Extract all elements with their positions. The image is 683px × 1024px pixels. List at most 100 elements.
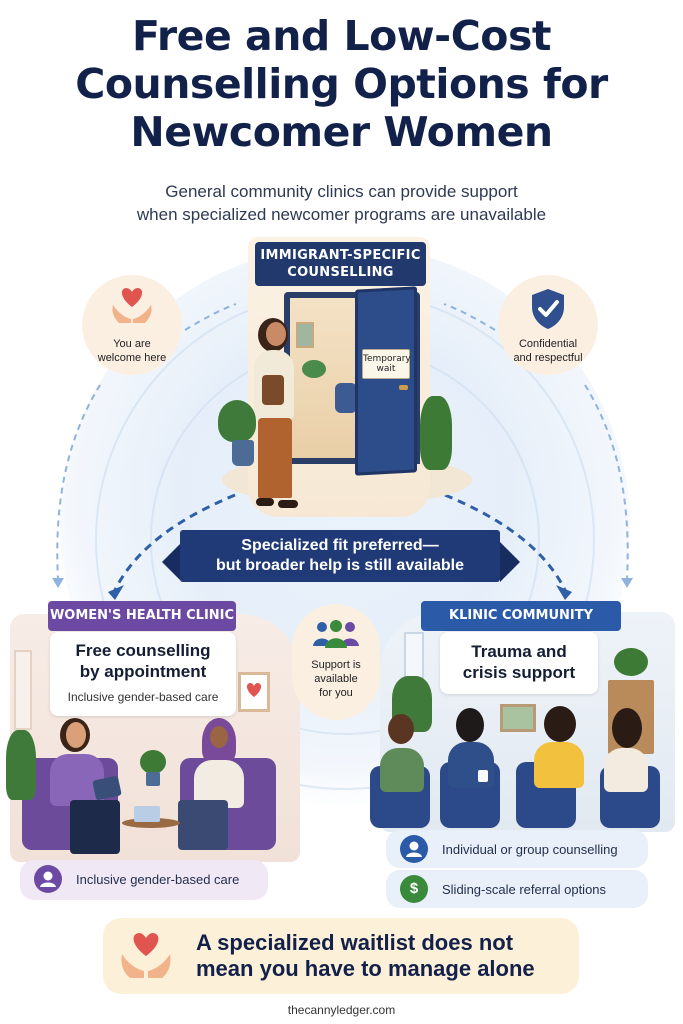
sliding-scale-label: Sliding-scale referral options <box>442 882 607 897</box>
klinic-title-1: Trauma and <box>471 642 567 661</box>
interior-plant <box>302 360 326 378</box>
heart-hands-icon <box>121 933 171 978</box>
armchair <box>335 383 357 413</box>
landscape-picture <box>500 704 536 732</box>
subtitle-line-1: General community clinics can provide su… <box>165 182 518 201</box>
door-sign-line-2: wait <box>376 364 396 374</box>
arrow-to-klinic <box>444 493 567 591</box>
client-trousers <box>178 800 228 850</box>
tissue-box <box>134 806 160 822</box>
banner-tail-left <box>162 542 182 582</box>
plant-left-leaves <box>218 400 256 442</box>
shelf-plant <box>614 648 648 676</box>
plant-left-pot <box>232 440 254 466</box>
wall-picture <box>296 322 314 348</box>
welcome-line-2: welcome here <box>97 352 167 364</box>
confidential-circle: Confidential and respectful <box>498 275 598 375</box>
title-line-3: Newcomer Women <box>130 108 553 156</box>
banner-tail-right <box>500 542 520 582</box>
door-sign-line-1: Temporary <box>363 354 411 364</box>
arrowhead-left <box>108 585 124 600</box>
person-icon <box>34 865 62 893</box>
counsellor-face <box>66 722 86 748</box>
support-line-2: available <box>314 673 358 685</box>
confidential-line-1: Confidential <box>518 338 578 350</box>
klinic-info: Trauma and crisis support <box>440 632 598 694</box>
arrow-to-womens-clinic <box>113 493 236 591</box>
page-title: Free and Low-Cost Counselling Options fo… <box>0 12 683 156</box>
counselling-type-pill: Individual or group counselling <box>386 830 648 868</box>
welcome-line-1: You are <box>113 338 151 350</box>
support-line-1: Support is <box>311 659 361 671</box>
heart-hands-icon <box>112 288 152 323</box>
client-face <box>210 726 228 748</box>
person-1-hair <box>388 714 414 744</box>
wall-heart-picture <box>238 672 270 712</box>
door-sign: Temporary wait <box>362 349 411 379</box>
callout-text: A specialized waitlist does not mean you… <box>196 930 576 982</box>
footer-source: thecannyledger.com <box>287 1003 396 1017</box>
person-1-top <box>380 748 424 792</box>
arrow-right-down <box>584 384 629 581</box>
person-4-hair <box>612 708 642 748</box>
person-icon <box>400 835 428 863</box>
window <box>14 650 32 730</box>
womens-clinic-title-2: by appointment <box>79 662 207 681</box>
dollar-icon: $ <box>400 875 428 903</box>
reassurance-callout <box>103 918 579 994</box>
woman-face <box>266 322 286 346</box>
group-icon <box>313 620 359 648</box>
woman-trousers <box>258 418 292 498</box>
counselling-type-label: Individual or group counselling <box>442 842 618 857</box>
womens-clinic-title-1: Free counselling <box>75 641 211 660</box>
door-handle <box>399 385 408 390</box>
immigrant-counselling-badge: IMMIGRANT-SPECIFIC COUNSELLING <box>255 242 426 286</box>
inclusive-care-pill: Inclusive gender-based care <box>20 860 268 900</box>
arrow-right-to-door <box>443 303 496 331</box>
person-4-top <box>604 748 648 792</box>
womens-clinic-badge: WOMEN'S HEALTH CLINIC <box>48 601 236 631</box>
support-line-3: for you <box>319 687 353 699</box>
table-plant <box>140 750 166 774</box>
arrowhead-left-small <box>52 578 64 588</box>
plant-right-leaves <box>420 396 452 470</box>
womens-clinic-subtitle: Inclusive gender-based care <box>67 690 219 704</box>
side-table <box>122 818 180 828</box>
person-3-hair <box>544 706 576 742</box>
ribbon-banner: Specialized fit preferred— but broader h… <box>180 530 500 582</box>
woman-shoe-left <box>256 498 274 506</box>
mug <box>478 770 488 782</box>
arrow-left-to-door <box>184 303 237 331</box>
womens-clinic-info: Free counselling by appointment Inclusiv… <box>50 632 236 716</box>
sliding-scale-pill: $ Sliding-scale referral options <box>386 870 648 908</box>
banner-line-1: Specialized fit preferred— <box>241 537 439 554</box>
callout-line-1: A specialized waitlist does not <box>196 930 514 955</box>
open-door <box>355 286 417 476</box>
confidential-line-2: and respectful <box>513 352 583 364</box>
inclusive-care-label: Inclusive gender-based care <box>76 872 240 887</box>
arrowhead-right-small <box>621 578 633 588</box>
subtitle-line-2: when specialized newcomer programs are u… <box>136 205 547 224</box>
woman-shoe-right <box>278 500 298 508</box>
counsellor-trousers <box>70 800 120 854</box>
welcome-circle: You are welcome here <box>82 275 182 375</box>
page-subtitle: General community clinics can provide su… <box>0 180 683 226</box>
woman-bag <box>262 375 284 405</box>
table-plant-pot <box>146 772 160 786</box>
klinic-title-2: crisis support <box>462 663 576 682</box>
callout-line-2: mean you have to manage alone <box>196 956 535 981</box>
top-badge-line-2: COUNSELLING <box>287 265 394 280</box>
arrowhead-right <box>556 585 572 600</box>
top-badge-line-1: IMMIGRANT-SPECIFIC <box>260 248 421 263</box>
shield-check-icon <box>532 289 564 329</box>
corner-plant-left <box>6 730 36 800</box>
title-line-1: Free and Low-Cost <box>132 12 551 60</box>
banner-line-2: but broader help is still available <box>215 557 465 574</box>
person-3-top <box>534 742 584 788</box>
arrow-left-down <box>56 384 101 581</box>
support-circle: Support is available for you <box>292 604 380 720</box>
person-2-hair <box>456 708 484 742</box>
title-line-2: Counselling Options for <box>75 60 608 108</box>
klinic-badge: KLINIC COMMUNITY HEALTH <box>421 601 621 653</box>
